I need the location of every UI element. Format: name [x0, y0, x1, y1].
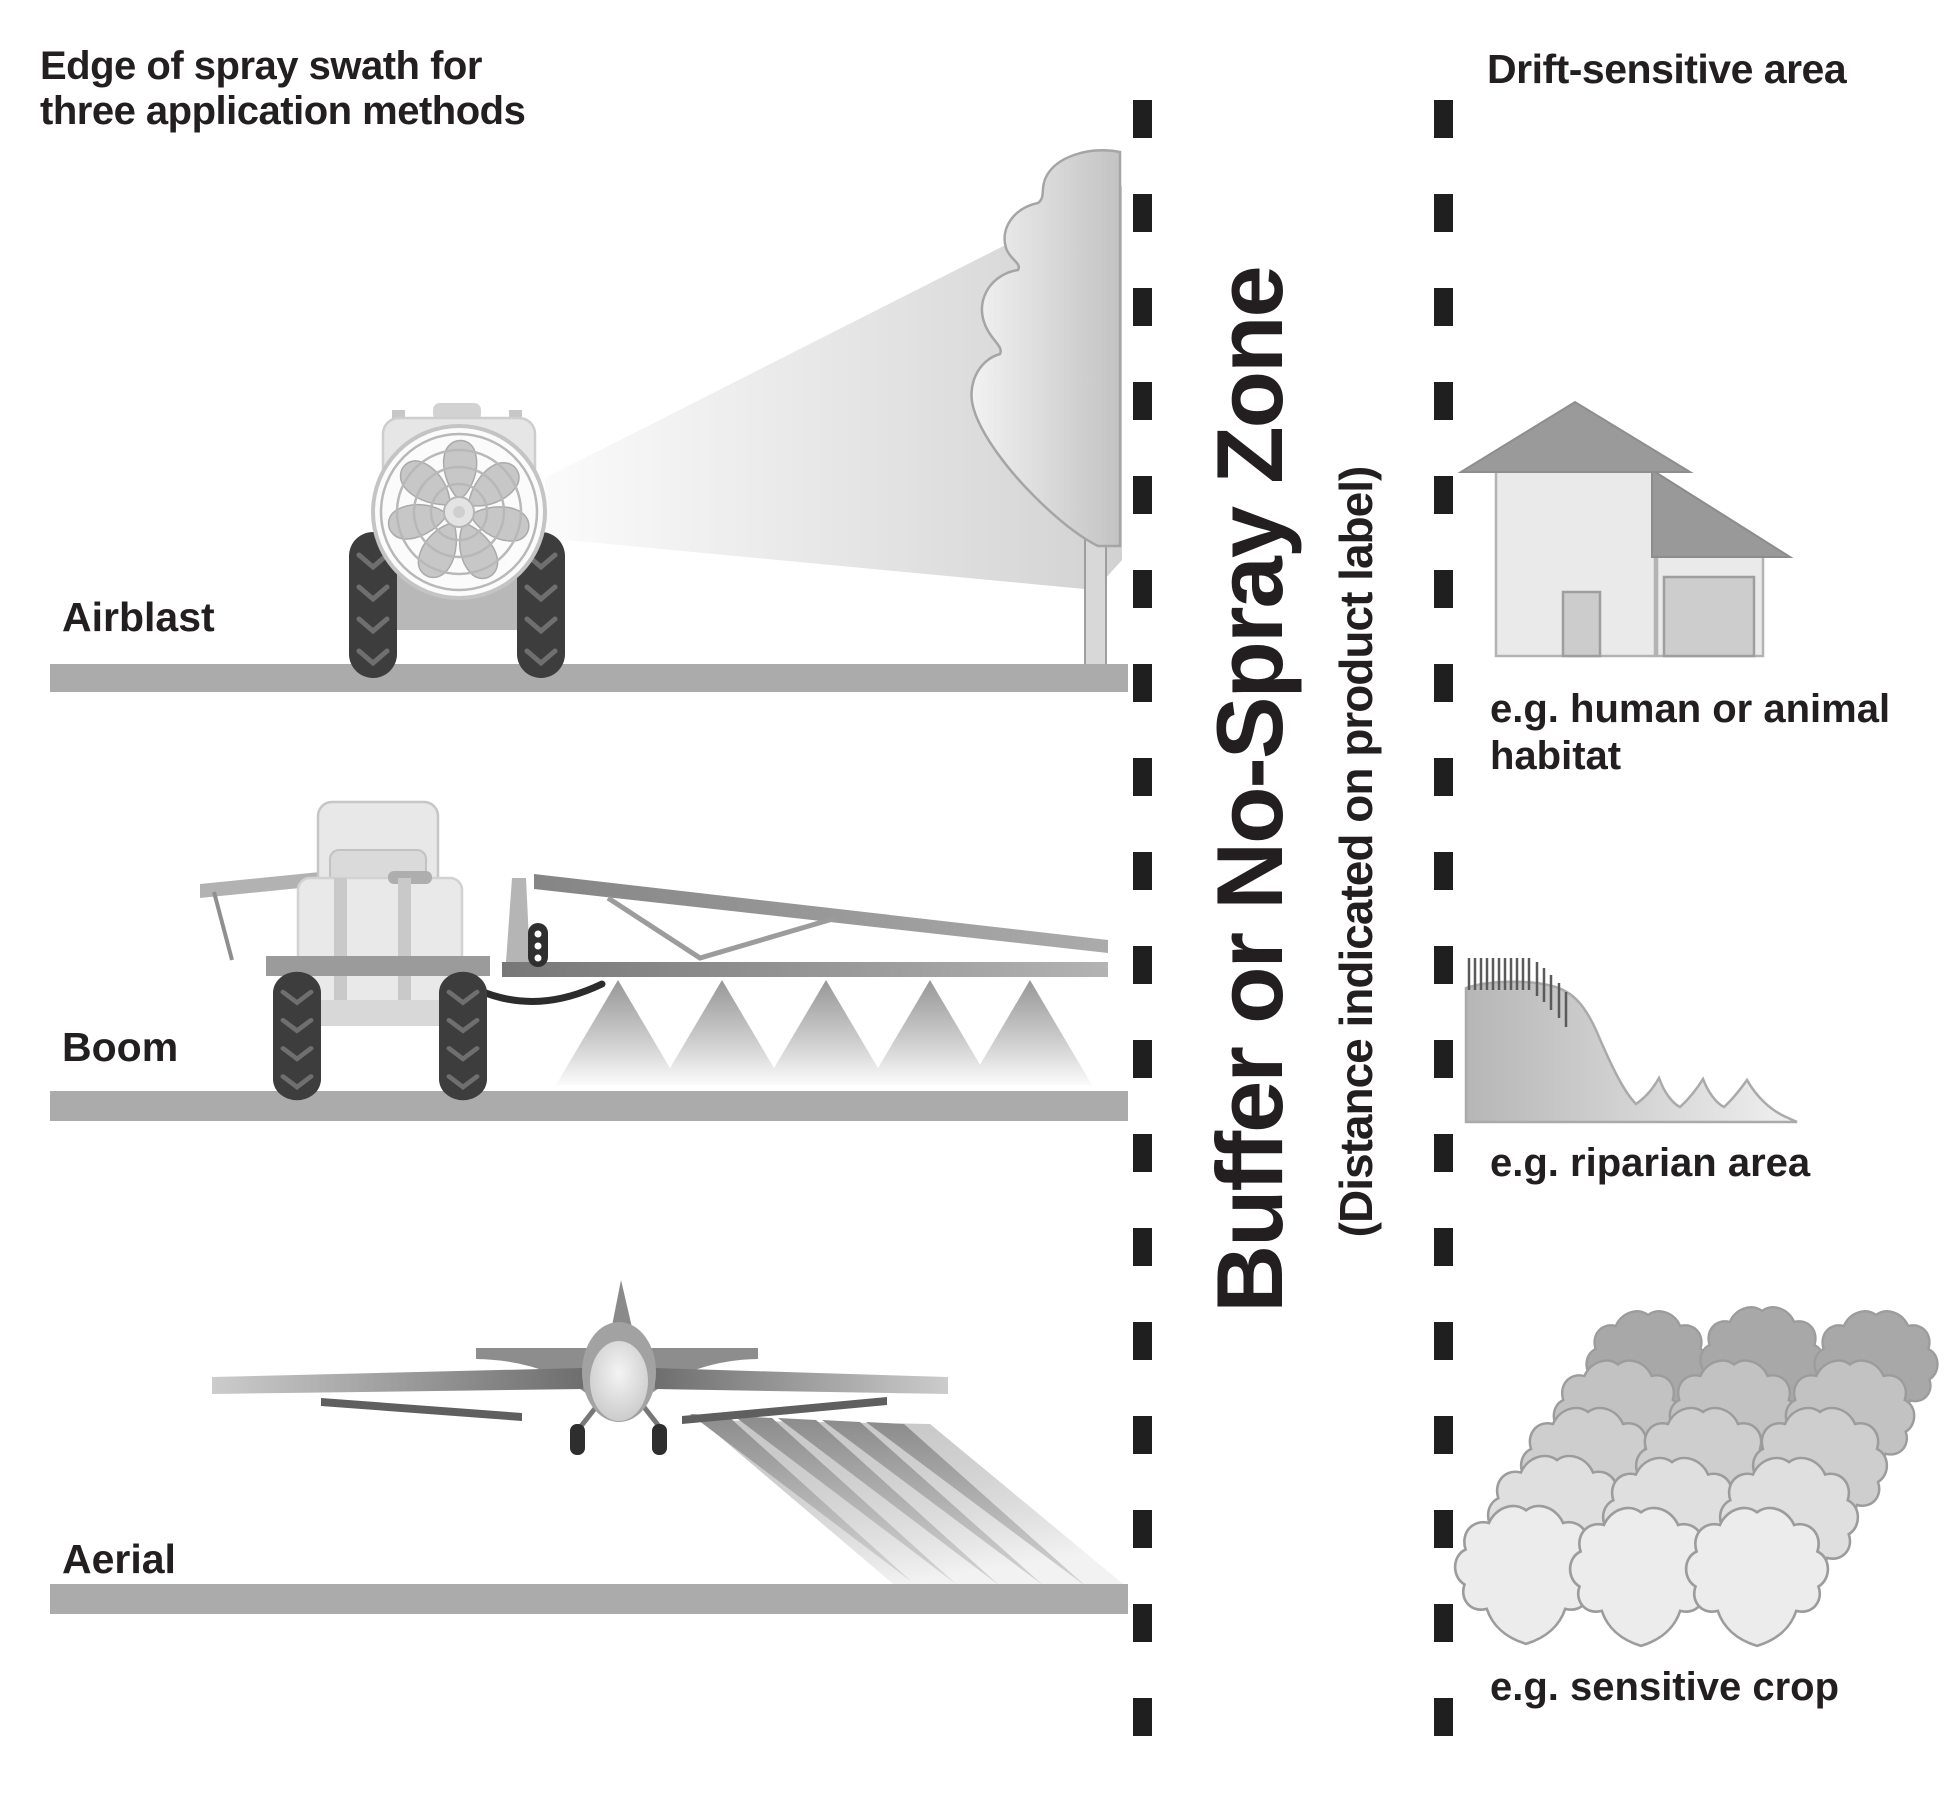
- riparian-bank-icon: [1464, 958, 1798, 1124]
- method-label-boom: Boom: [62, 1024, 179, 1070]
- crop-rows-icon: [1453, 1306, 1939, 1648]
- ground-bar-boom: [50, 1091, 1128, 1121]
- house-icon: [1457, 400, 1794, 658]
- method-label-airblast: Airblast: [62, 594, 215, 640]
- aerial-spray-band: [690, 1414, 1128, 1588]
- area-caption-habitat: e.g. human or animal habitat: [1490, 687, 1891, 779]
- grass-lines: [1467, 958, 1568, 1027]
- buffer-zone-title: Buffer or No-Spray Zone: [1197, 267, 1302, 1313]
- buffer-zone-subtitle: (Distance indicated on product label): [1330, 466, 1382, 1238]
- airblast-spray-cone: [545, 186, 1122, 590]
- area-caption-riparian: e.g. riparian area: [1490, 1141, 1811, 1185]
- ground-bar-aerial: [50, 1584, 1128, 1614]
- right-panel-title: Drift-sensitive area: [1487, 46, 1847, 92]
- tractor: [266, 800, 490, 1100]
- ground-bar-airblast: [50, 664, 1128, 692]
- airblast-sprayer-icon: [50, 149, 1128, 692]
- left-panel-title: Edge of spray swath for three applicatio…: [40, 44, 526, 134]
- method-label-aerial: Aerial: [62, 1536, 176, 1582]
- boom-sprayer-icon: [50, 800, 1128, 1121]
- fan-icon: [371, 424, 547, 600]
- spray-airplane-icon: [50, 1280, 1128, 1614]
- tree-icon: [970, 149, 1122, 667]
- boom-spray-fans: [556, 980, 1092, 1085]
- area-caption-crop: e.g. sensitive crop: [1490, 1665, 1840, 1709]
